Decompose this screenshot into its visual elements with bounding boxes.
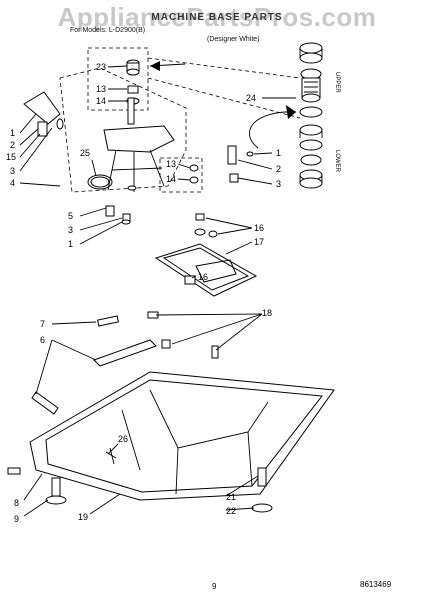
figure-id: 8613469 <box>360 580 392 589</box>
callout-13: 13 <box>166 159 176 169</box>
transmission-assembly <box>23 67 203 193</box>
callout-17: 17 <box>254 237 264 247</box>
lower-side-label: LOWER <box>334 150 340 173</box>
callout-16: 16 <box>198 272 208 282</box>
upper-side-label: UPPER <box>334 72 340 93</box>
callout-6: 6 <box>40 335 45 345</box>
callout-3: 3 <box>68 225 73 235</box>
callout-8: 8 <box>14 498 19 508</box>
page-number: 9 <box>212 582 217 591</box>
callout-7: 7 <box>40 319 45 329</box>
callout-24: 24 <box>246 93 256 103</box>
callout-1: 1 <box>68 239 73 249</box>
leader-lines <box>19 65 296 517</box>
mounting-bracket <box>154 213 258 297</box>
callouts: 23 13 14 24 1 2 15 3 4 25 13 14 1 2 3 5 … <box>6 62 281 524</box>
top-part-box <box>87 47 186 111</box>
callout-21: 21 <box>226 492 236 502</box>
callout-5: 5 <box>68 211 73 221</box>
callout-1: 1 <box>276 148 281 158</box>
callout-14: 14 <box>96 96 106 106</box>
bearing-stack-lower <box>299 124 323 189</box>
callout-14: 14 <box>166 174 176 184</box>
callout-15: 15 <box>6 152 16 162</box>
color-subtitle: (Designer White) <box>207 36 260 43</box>
callout-19: 19 <box>78 512 88 522</box>
model-subtitle: For Models: L-D2900(B) <box>70 27 146 34</box>
callout-25: 25 <box>80 148 90 158</box>
callout-9: 9 <box>14 514 19 524</box>
callout-26: 26 <box>118 434 128 444</box>
watermark: AppliancePartsPros.com <box>57 2 377 32</box>
callout-3: 3 <box>276 179 281 189</box>
page-title: MACHINE BASE PARTS <box>151 12 283 23</box>
bearing-stack-upper <box>299 42 323 118</box>
callout-1: 1 <box>10 128 15 138</box>
callout-13: 13 <box>96 84 106 94</box>
callout-18: 18 <box>262 308 272 318</box>
callout-23: 23 <box>96 62 106 72</box>
callout-2: 2 <box>276 164 281 174</box>
callout-16: 16 <box>254 223 264 233</box>
callout-2: 2 <box>10 140 15 150</box>
callout-3: 3 <box>10 166 15 176</box>
callout-22: 22 <box>226 506 236 516</box>
callout-4: 4 <box>10 178 15 188</box>
